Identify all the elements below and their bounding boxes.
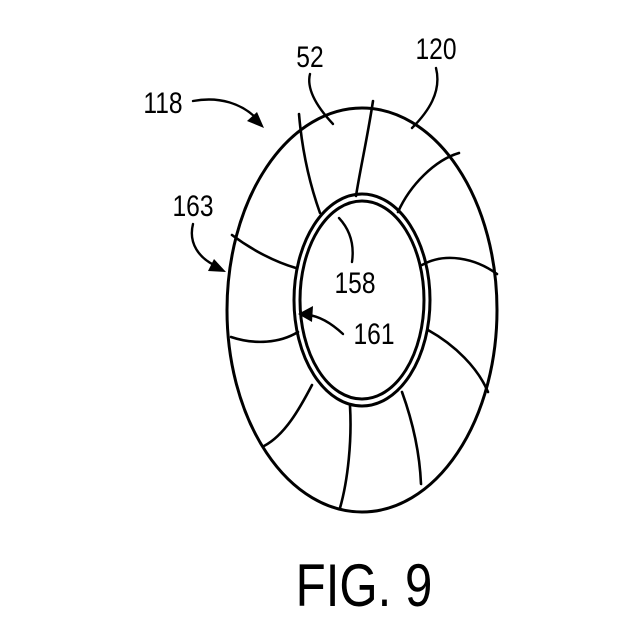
label-120: 120 [415, 32, 456, 66]
hub-outer-ring [294, 194, 430, 406]
vane [428, 330, 488, 392]
vane [398, 153, 459, 212]
leader-120 [412, 68, 437, 128]
hub-inner-ring [300, 201, 424, 399]
vane [402, 392, 421, 484]
leader-161 [308, 315, 343, 334]
leader-163 [192, 224, 214, 265]
vane [340, 406, 351, 508]
figure-caption: FIG. 9 [296, 551, 433, 619]
vane [264, 385, 312, 446]
label-158: 158 [334, 266, 375, 300]
leader-118 [193, 100, 256, 118]
arrowhead-118 [247, 112, 264, 128]
vane [232, 235, 296, 268]
label-163: 163 [172, 189, 213, 223]
label-161: 161 [353, 317, 394, 351]
vane [422, 258, 497, 274]
vane [356, 101, 373, 196]
leader-158 [339, 218, 353, 262]
label-52: 52 [296, 40, 323, 74]
label-118: 118 [143, 86, 182, 120]
arrowhead-163 [208, 259, 226, 272]
vane [231, 332, 298, 342]
